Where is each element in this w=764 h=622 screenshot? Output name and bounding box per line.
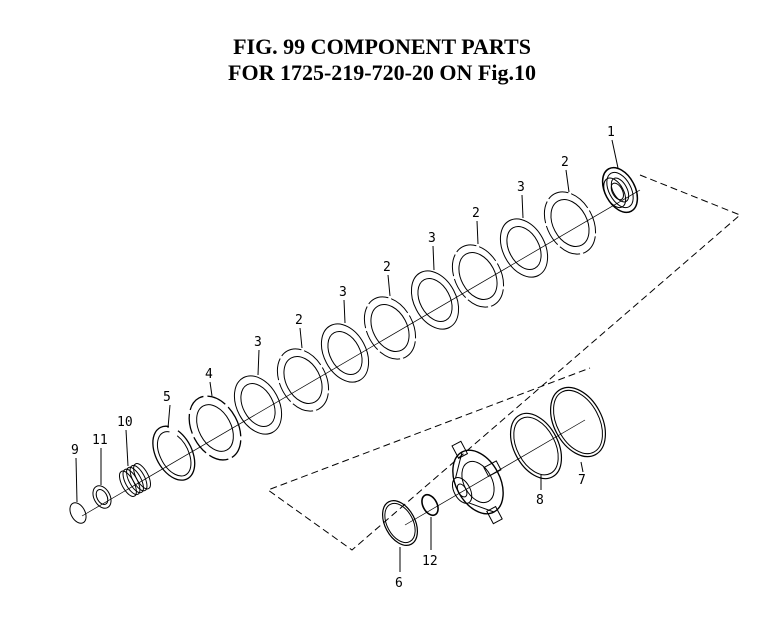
- callout-3: 3: [254, 335, 262, 350]
- callout-2: 2: [561, 155, 569, 170]
- figure-title-line-2: FOR 1725-219-720-20 ON Fig.10: [228, 60, 536, 85]
- part-3-disc: [410, 270, 460, 330]
- part-4-end-plate: [188, 395, 242, 461]
- part-2-plate: [363, 296, 417, 360]
- part-9-ring: [69, 502, 87, 524]
- part-3-disc: [233, 375, 283, 435]
- part-5-snap-ring: [152, 425, 196, 481]
- callout-4: 4: [205, 367, 213, 382]
- clutch-carrier: [451, 440, 504, 525]
- callout-7: 7: [578, 473, 586, 488]
- part-1-piston: [601, 166, 639, 214]
- callout-1: 1: [607, 125, 615, 140]
- part-3-disc: [499, 218, 549, 278]
- callout-8: 8: [536, 493, 544, 508]
- part-3-disc: [320, 323, 370, 383]
- callout-2: 2: [295, 313, 303, 328]
- part-2-plate: [451, 244, 505, 308]
- callout-3: 3: [339, 285, 347, 300]
- callout-10: 10: [117, 415, 133, 430]
- part-2-plate: [543, 191, 597, 255]
- part-10-spring: [118, 463, 152, 497]
- callout-6: 6: [395, 576, 403, 591]
- figure-title-line-1: FIG. 99 COMPONENT PARTS: [233, 34, 531, 59]
- part-11-washer: [92, 485, 112, 509]
- part-8-ring: [509, 412, 563, 480]
- callout-5: 5: [163, 390, 171, 405]
- callout-3: 3: [428, 231, 436, 246]
- assembly-boundary-line: [266, 174, 741, 551]
- callout-2: 2: [472, 206, 480, 221]
- part-12-o-ring: [421, 493, 439, 517]
- part-6-seal-ring: [382, 500, 418, 546]
- callout-3: 3: [517, 180, 525, 195]
- part-7-ring: [549, 386, 607, 458]
- callout-11: 11: [92, 433, 108, 448]
- callout-12: 12: [422, 554, 438, 569]
- part-2-plate: [276, 348, 330, 412]
- callout-9: 9: [71, 443, 79, 458]
- callout-2: 2: [383, 260, 391, 275]
